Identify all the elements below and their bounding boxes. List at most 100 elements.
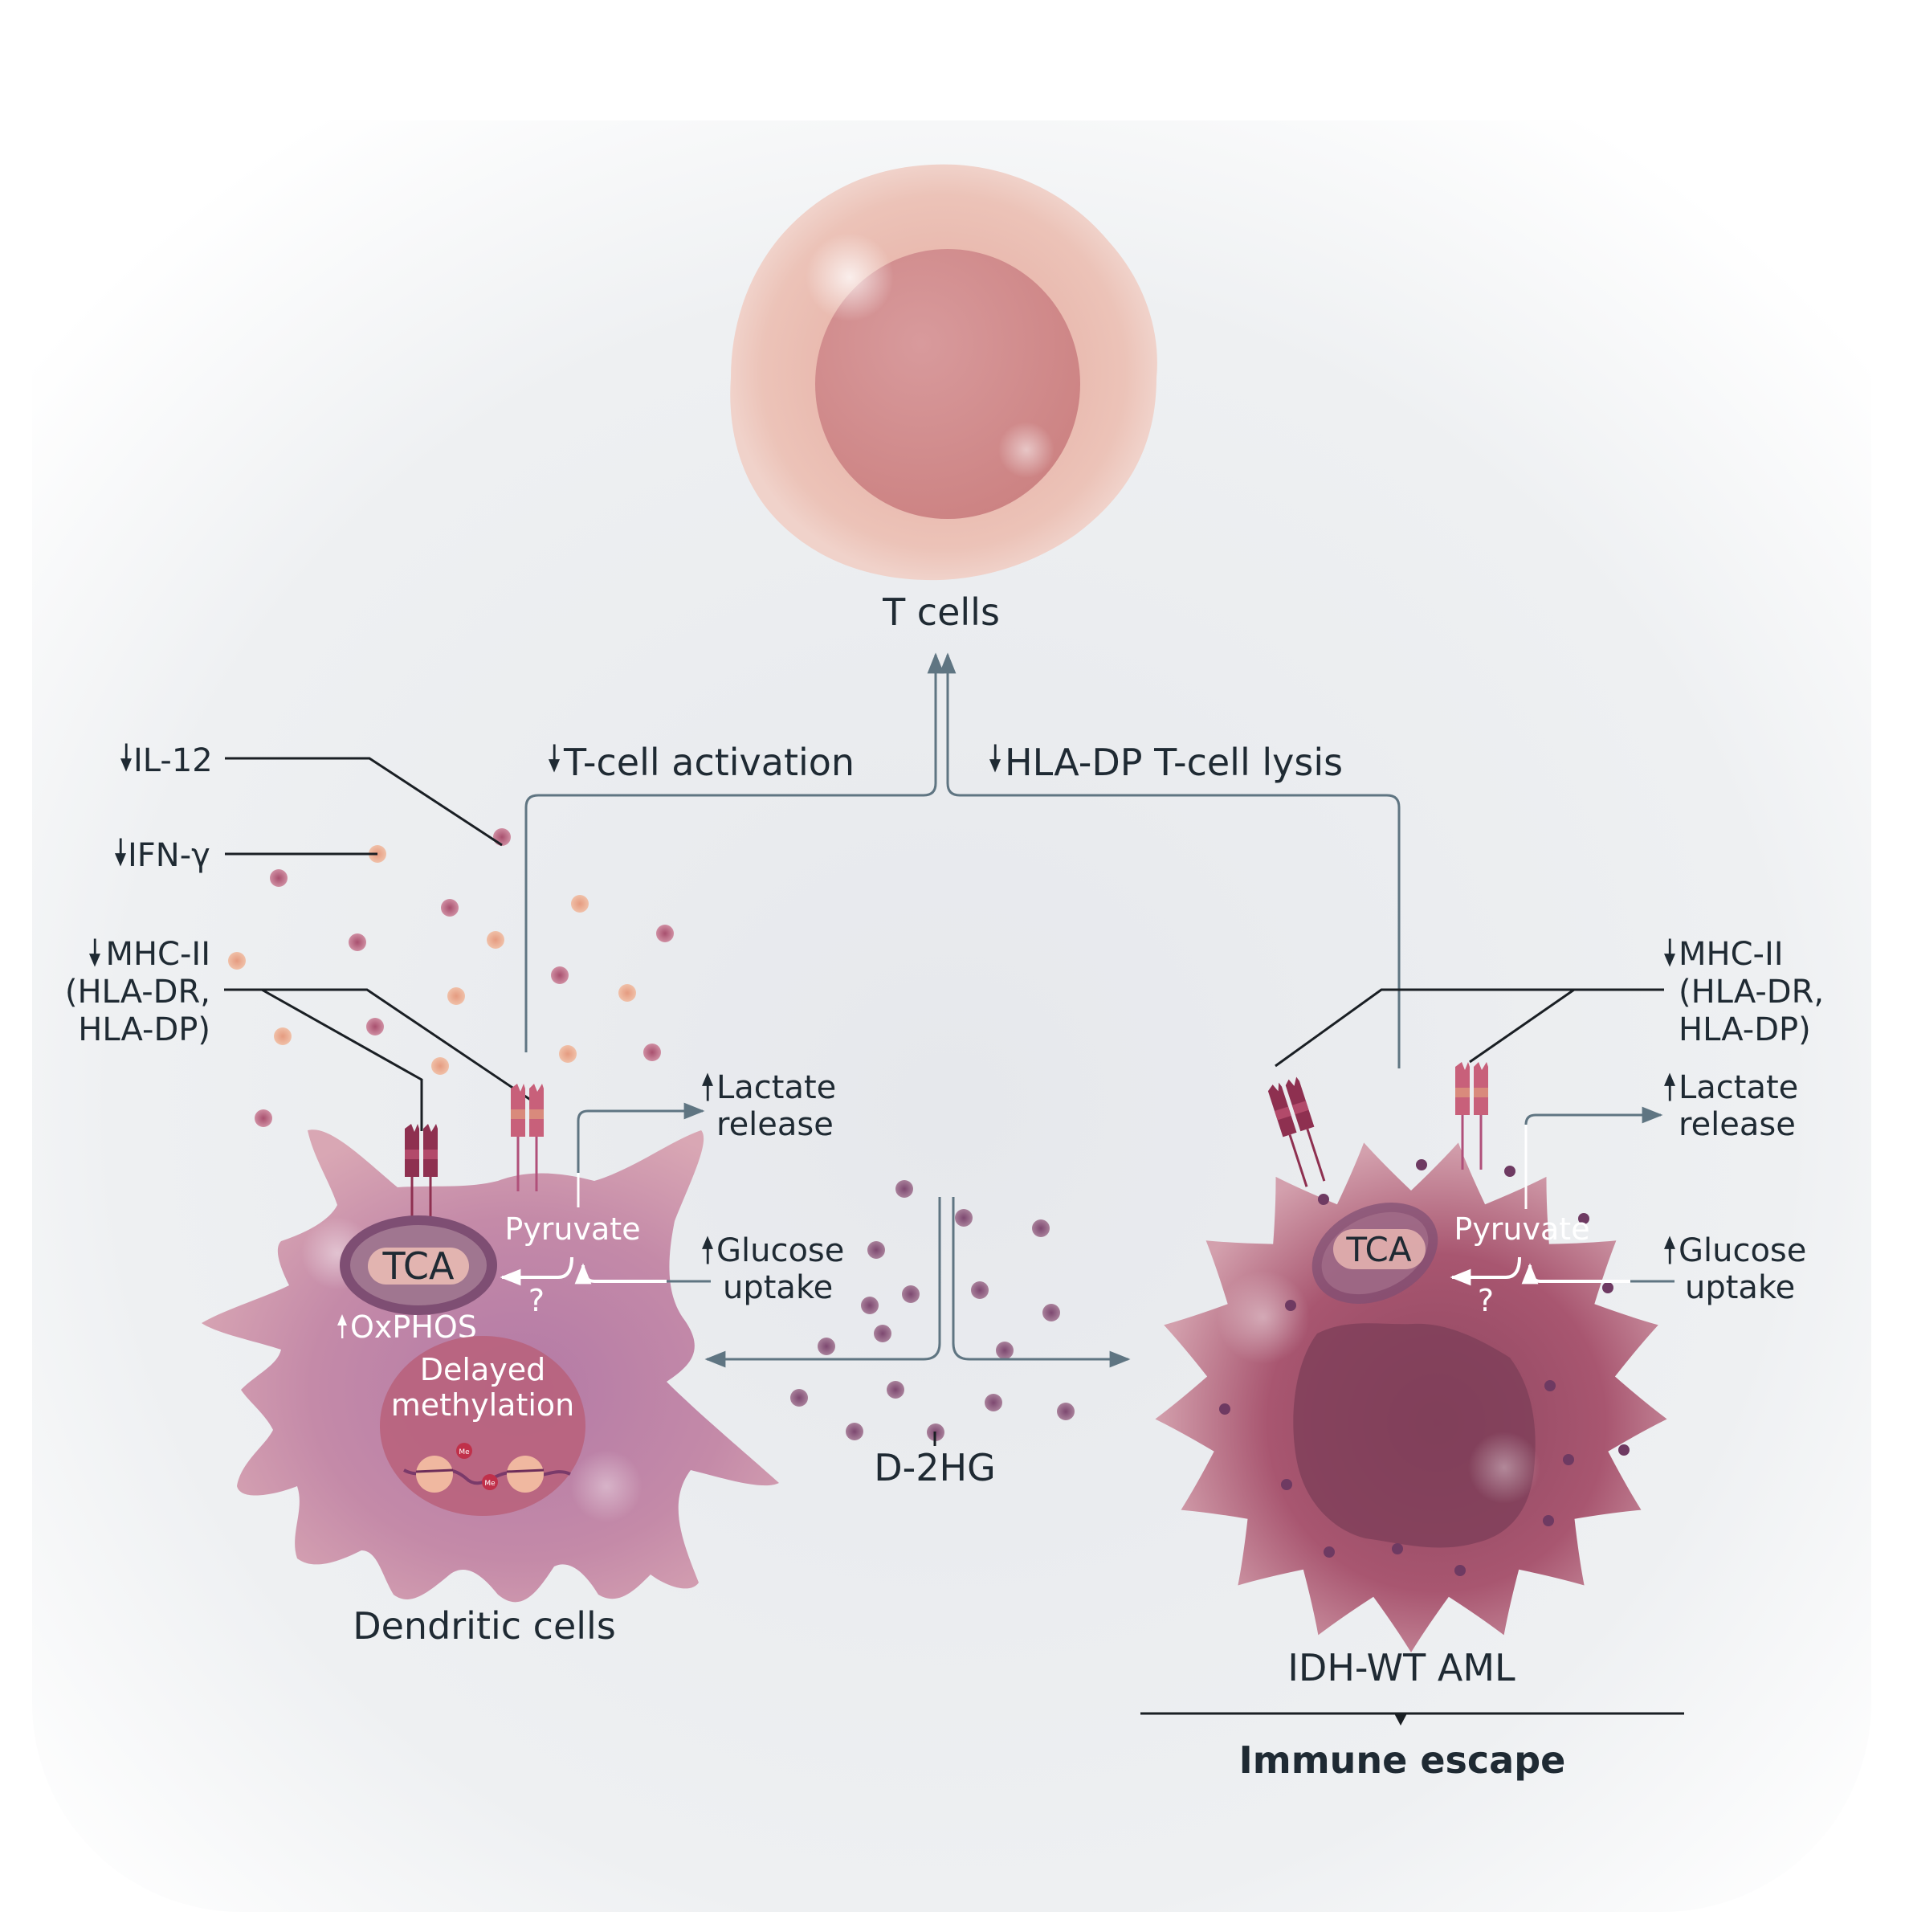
delayed-methylation-line1: Delayed — [420, 1352, 545, 1387]
t-cells-label: T cells — [882, 590, 1000, 634]
d2hg-arrow-left[interactable] — [704, 1197, 941, 1368]
immune-escape-pointer — [1394, 1713, 1407, 1726]
dendritic-cell-highlight — [570, 1450, 642, 1522]
svg-text:HLA-DP): HLA-DP) — [78, 1011, 210, 1048]
svg-text:uptake: uptake — [723, 1269, 833, 1306]
connector-aml-to-tcells[interactable] — [939, 652, 1401, 1068]
aml-granule — [1563, 1454, 1574, 1465]
svg-text:IFN-γ: IFN-γ — [128, 837, 210, 874]
d2hg-dot — [1057, 1403, 1075, 1420]
hla-dp-lysis-label: HLA-DP T-cell lysis — [989, 741, 1343, 784]
cytokine-dot — [618, 984, 636, 1002]
aml-granule — [1219, 1403, 1230, 1415]
d2hg-dot — [790, 1389, 808, 1407]
svg-text:release: release — [716, 1106, 834, 1143]
glucose-left-label: Glucose uptake — [702, 1232, 844, 1306]
mhc-right-leader-line — [1275, 988, 1664, 1068]
oxphos-label: OxPHOS — [337, 1309, 477, 1345]
aml-granule — [1285, 1300, 1296, 1311]
methyl-mark-label: Me — [459, 1448, 470, 1456]
aml-pyruvate-to-tca — [1450, 1256, 1521, 1286]
cytokine-dot — [431, 1057, 449, 1075]
cytokine-dot — [441, 899, 459, 917]
dendritic-mitochondrion — [340, 1215, 497, 1315]
cytokine-dot — [551, 966, 569, 984]
d2hg-arrow-right[interactable] — [952, 1197, 1131, 1368]
methyl-mark-label: Me — [484, 1480, 496, 1488]
dendritic-tca-label: TCA — [382, 1244, 455, 1288]
dendritic-pyruvate-label: Pyruvate — [504, 1211, 640, 1247]
il12-leader-line — [225, 757, 503, 847]
ifn-gamma-label: IFN-γ — [115, 837, 210, 874]
dc-pyruvate-to-tca — [500, 1256, 573, 1286]
d2hg-dot — [955, 1209, 973, 1227]
cytokine-dot — [643, 1044, 661, 1061]
aml-granule — [1324, 1546, 1335, 1558]
dc-glucose-to-pyruvate — [574, 1263, 667, 1285]
dc-lactate-connector[interactable] — [577, 1102, 705, 1207]
cytokine-dot — [255, 1109, 272, 1127]
mhc-right-label: MHC-II (HLA-DR, HLA-DP) — [1664, 936, 1824, 1048]
cytokine-dot — [656, 925, 674, 942]
svg-text:T-cell activation: T-cell activation — [563, 741, 855, 784]
svg-text:MHC-II: MHC-II — [1679, 936, 1784, 973]
t-cell-highlight — [998, 422, 1054, 478]
dendritic-cells-label: Dendritic cells — [353, 1604, 616, 1648]
t-cell — [730, 164, 1157, 581]
svg-text:(HLA-DR,: (HLA-DR, — [65, 974, 210, 1011]
aml-cell-highlight — [1468, 1432, 1540, 1504]
methyl-mark-icon — [456, 1443, 472, 1459]
aml-granule — [1543, 1515, 1554, 1526]
aml-granule — [1454, 1565, 1466, 1576]
mhc-left-leader-line — [224, 988, 532, 1131]
svg-text:Glucose: Glucose — [716, 1232, 844, 1269]
cytokine-dot — [571, 895, 589, 913]
d2hg-dot — [861, 1297, 879, 1314]
glucose-right-label: Glucose uptake — [1664, 1232, 1806, 1306]
cytokine-dot — [366, 1018, 384, 1035]
cytokine-dot — [559, 1045, 577, 1063]
d2hg-dot — [971, 1281, 989, 1299]
cytokine-dot — [270, 869, 288, 887]
svg-text:MHC-II: MHC-II — [105, 936, 210, 973]
svg-text:IL-12: IL-12 — [133, 742, 213, 779]
aml-granule — [1618, 1444, 1630, 1456]
cytokine-dot — [487, 931, 504, 949]
aml-granule — [1392, 1543, 1403, 1554]
d2hg-dot — [985, 1394, 1002, 1411]
d2hg-dot — [874, 1325, 891, 1342]
svg-text:HLA-DP T-cell lysis: HLA-DP T-cell lysis — [1005, 741, 1343, 784]
d2hg-dot — [902, 1285, 920, 1303]
cytokine-dot — [493, 828, 511, 846]
aml-granule — [1602, 1282, 1613, 1293]
aml-tca-label: TCA — [1345, 1230, 1412, 1269]
aml-granule — [1544, 1380, 1556, 1391]
aml-tca-box — [1333, 1229, 1426, 1269]
svg-text:Glucose: Glucose — [1679, 1232, 1806, 1269]
aml-granule — [1416, 1159, 1427, 1170]
svg-text:Lactate: Lactate — [716, 1069, 836, 1106]
aml-granule — [1504, 1166, 1515, 1177]
connector-dc-to-tcells[interactable] — [524, 652, 944, 1052]
svg-text:release: release — [1679, 1106, 1796, 1143]
d2hg-dot — [818, 1338, 835, 1355]
t-cell-highlight — [806, 233, 894, 321]
mhc-left-label: MHC-II (HLA-DR, HLA-DP) — [65, 936, 210, 1048]
svg-text:uptake: uptake — [1685, 1269, 1795, 1306]
lactate-right-label: Lactate release — [1664, 1069, 1798, 1143]
t-cell-activation-label: T-cell activation — [549, 741, 855, 784]
d2hg-dot — [846, 1423, 863, 1440]
cytokine-dot — [447, 987, 465, 1005]
dc-question-mark: ? — [528, 1283, 545, 1318]
d2hg-dot — [1042, 1304, 1060, 1321]
aml-lactate-connector[interactable] — [1524, 1106, 1663, 1125]
d2hg-label: D-2HG — [874, 1446, 996, 1489]
aml-glucose-to-pyruvate — [1521, 1263, 1630, 1285]
d2hg-dot — [895, 1180, 913, 1198]
lactate-left-label: Lactate release — [702, 1069, 836, 1143]
cytokine-dot — [349, 933, 366, 951]
svg-text:Lactate: Lactate — [1679, 1069, 1798, 1106]
aml-question-mark: ? — [1478, 1283, 1494, 1318]
d2hg-dot — [887, 1381, 904, 1399]
aml-cell — [1155, 1142, 1667, 1652]
